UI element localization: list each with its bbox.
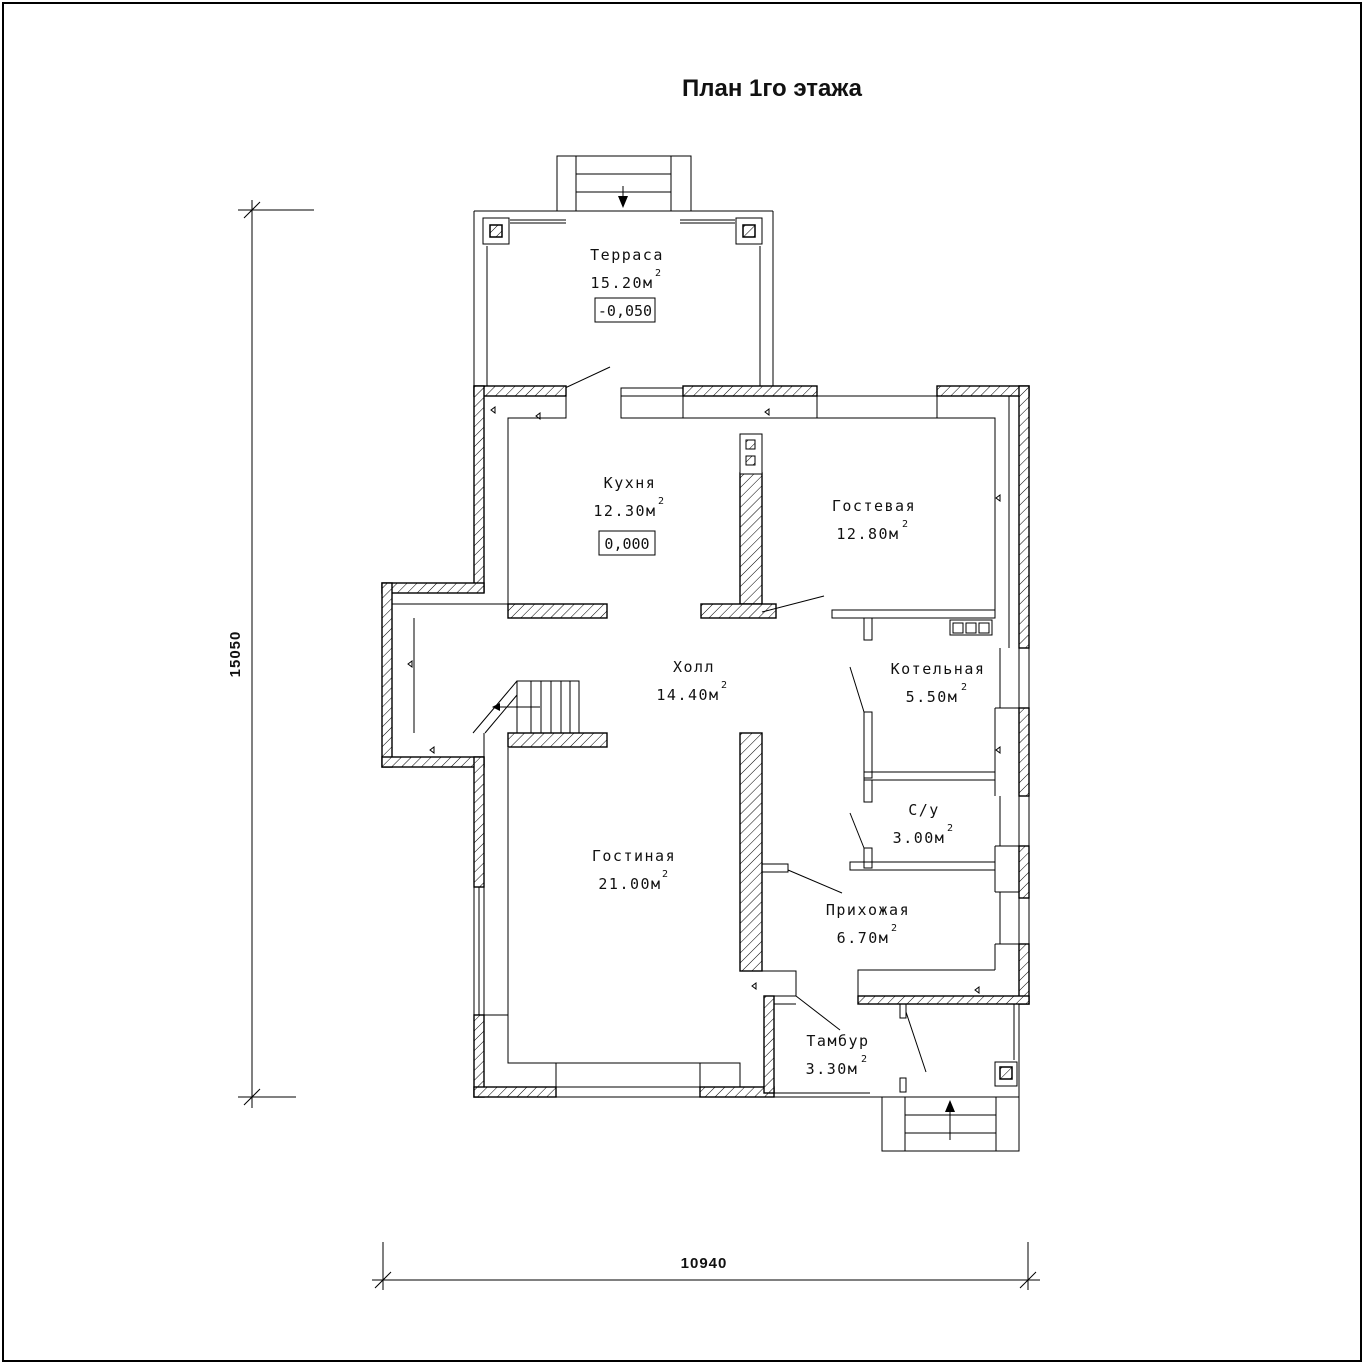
entrance-porch [870,1004,1020,1152]
area-sup: 2 [902,519,908,530]
level-mark-terrace: -0,050 [598,302,652,320]
area-sup: 2 [861,1054,867,1065]
dimension-marks [407,406,1001,994]
room-guest: Гостевая 12.80м 2 [832,497,916,543]
area-sup: 2 [721,680,727,691]
room-name-terrace: Терраса [590,246,664,264]
room-hallway: Прихожая 6.70м 2 [826,901,910,947]
plan-title: План 1го этажа [682,75,863,102]
room-hall: Холл 14.40м 2 [656,658,727,704]
room-area-vestibule: 3.30м [806,1060,859,1078]
room-living: Гостиная 21.00м 2 [592,847,676,893]
inner-lines [391,395,1019,1087]
area-sup: 2 [662,869,668,880]
room-area-living: 21.00м [598,875,661,893]
dimension-vertical-label: 15050 [227,631,244,678]
room-area-terrace: 15.20м [590,274,653,292]
room-name-living: Гостиная [592,847,676,865]
terrace-structure [473,155,774,389]
room-name-vestibule: Тамбур [806,1032,869,1050]
dimension-horizontal-label: 10940 [681,1255,728,1272]
room-area-boiler: 5.50м [906,688,959,706]
room-area-guest: 12.80м [836,525,899,543]
interior-staircase [472,680,580,734]
room-kitchen: Кухня 12.30м 2 0,000 [593,474,664,556]
level-box [594,297,656,323]
room-area-bathroom: 3.00м [893,829,946,847]
dimension-vertical: 15050 [227,200,314,1108]
outer-walls [381,385,1030,1098]
area-sup: 2 [947,823,953,834]
room-name-hall: Холл [673,658,715,676]
room-name-bathroom: С/у [908,801,940,819]
level-box [598,530,656,556]
room-vestibule: Тамбур 3.30м 2 [806,1032,869,1078]
room-name-hallway: Прихожая [826,901,910,919]
area-sup: 2 [961,682,967,693]
room-name-boiler: Котельная [891,660,986,678]
dimension-horizontal: 10940 [372,1242,1040,1290]
room-area-hallway: 6.70м [837,929,890,947]
area-sup: 2 [655,268,661,279]
room-area-hall: 14.40м [656,686,719,704]
room-name-kitchen: Кухня [604,474,657,492]
inner-walls [507,433,996,1098]
room-bathroom: С/у 3.00м 2 [893,801,953,847]
area-sup: 2 [891,923,897,934]
level-mark-kitchen: 0,000 [604,535,649,553]
area-sup: 2 [658,496,664,507]
room-name-guest: Гостевая [832,497,916,515]
room-terrace: Терраса 15.20м 2 -0,050 [590,246,664,323]
room-area-kitchen: 12.30м [593,502,656,520]
room-boiler: Котельная 5.50м 2 [891,660,986,706]
